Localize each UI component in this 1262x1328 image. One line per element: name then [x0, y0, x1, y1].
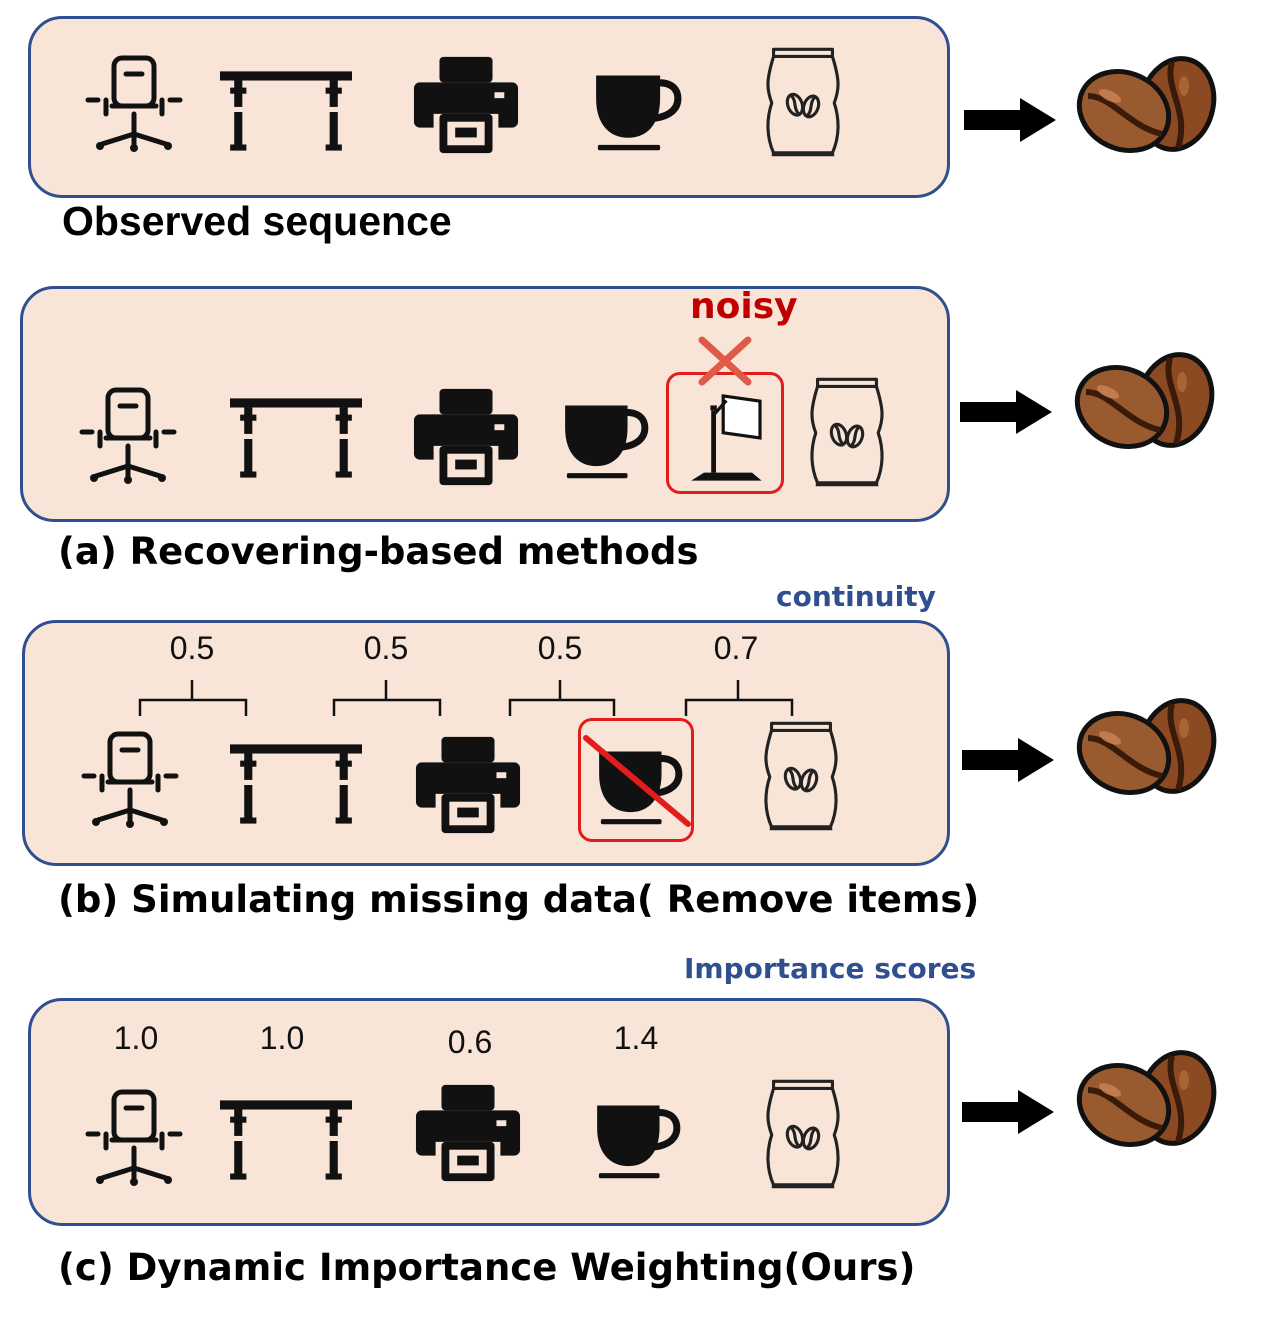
printer-icon: [414, 736, 522, 836]
arrow-icon: [962, 1090, 1054, 1134]
pair-score: 0.7: [713, 630, 759, 666]
coffee-bag-icon: [754, 718, 848, 834]
observed-sequence-caption: Observed sequence: [62, 198, 452, 244]
removed-item-highlight: [578, 718, 694, 842]
coffee-beans-icon: [1072, 696, 1222, 800]
pair-score: 0.5: [169, 630, 215, 666]
item-score: 1.0: [113, 1020, 159, 1056]
desk-icon: [230, 744, 362, 826]
importance-scores-note: Importance scores: [684, 952, 977, 985]
arrow-icon: [962, 738, 1054, 782]
recovering-caption: (a) Recovering-based methods: [58, 530, 699, 573]
coffee-beans-icon: [1072, 1048, 1222, 1152]
pair-score: 0.5: [537, 630, 583, 666]
bracket: [508, 680, 616, 716]
item-score: 0.6: [447, 1024, 493, 1060]
simulating-caption: (b) Simulating missing data( Remove item…: [58, 878, 980, 921]
cup-icon: [592, 1102, 682, 1180]
item-score: 1.4: [613, 1020, 659, 1056]
pair-score: 0.5: [363, 630, 409, 666]
strike-line: [583, 735, 691, 827]
chair-icon: [80, 726, 180, 834]
noisy-label: noisy: [690, 286, 798, 327]
coffee-bag-icon: [756, 1076, 850, 1192]
dynamic-caption: (c) Dynamic Importance Weighting(Ours): [58, 1246, 916, 1289]
bracket: [138, 680, 248, 716]
cross-icon: [698, 336, 752, 386]
chair-icon: [84, 1084, 184, 1192]
continuity-note: continuity: [776, 580, 936, 613]
desk-icon: [220, 1100, 352, 1182]
item-score: 1.0: [259, 1020, 305, 1056]
printer-icon: [414, 1084, 522, 1184]
bracket: [684, 680, 794, 716]
bracket: [332, 680, 442, 716]
noisy-item-highlight: [666, 372, 784, 494]
